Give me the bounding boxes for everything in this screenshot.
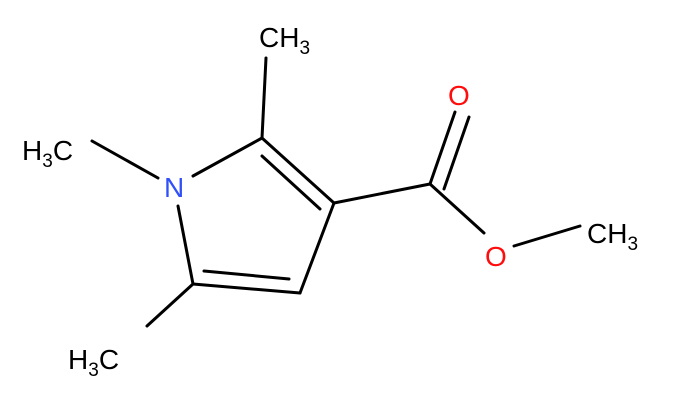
bond-c2-c3	[260, 136, 336, 205]
ch3-bottom-main: H	[68, 344, 88, 375]
bond-ccarb-o-2	[442, 115, 471, 191]
atom-o-carbonyl-label: O	[448, 80, 470, 111]
ch3-top-label: CH3	[259, 22, 310, 59]
ch3-ester-sub: 3	[627, 234, 638, 255]
bond-c2-c3-inner	[260, 154, 322, 211]
bond-c5-n1	[176, 204, 195, 286]
ch3-top-main: CH	[259, 22, 299, 53]
bond-c5-ch3	[145, 282, 195, 328]
ch3-top-sub: 3	[299, 38, 310, 59]
ch3-ester-label: CH3	[587, 218, 638, 255]
bonds	[90, 56, 582, 328]
bond-n1-c2	[191, 136, 264, 178]
bond-ccarb-o	[428, 110, 457, 186]
ch3-bottom-label: H3C	[68, 344, 119, 381]
ch3-ester-main: CH	[587, 218, 627, 249]
bond-oester-ch3	[512, 224, 582, 248]
bond-c4-c5	[191, 282, 302, 295]
bond-n1-ch3	[90, 139, 160, 180]
bond-c4-c5-inner	[202, 269, 291, 281]
ch3-n-label: H3C	[22, 135, 73, 172]
ch3-n-sub: 3	[42, 151, 53, 172]
ch3-bottom-tail: C	[99, 344, 119, 375]
atom-n1-label: N	[164, 172, 184, 203]
atom-o-ester-label: O	[485, 241, 507, 272]
bond-ccarb-oester	[428, 182, 486, 235]
ch3-n-main: H	[22, 135, 42, 166]
bond-c3-ccarb	[332, 182, 432, 205]
ch3-n-tail: C	[53, 135, 73, 166]
ch3-bottom-sub: 3	[88, 360, 99, 381]
bond-c3-c4	[298, 201, 336, 295]
bond-c2-ch3	[260, 56, 268, 140]
